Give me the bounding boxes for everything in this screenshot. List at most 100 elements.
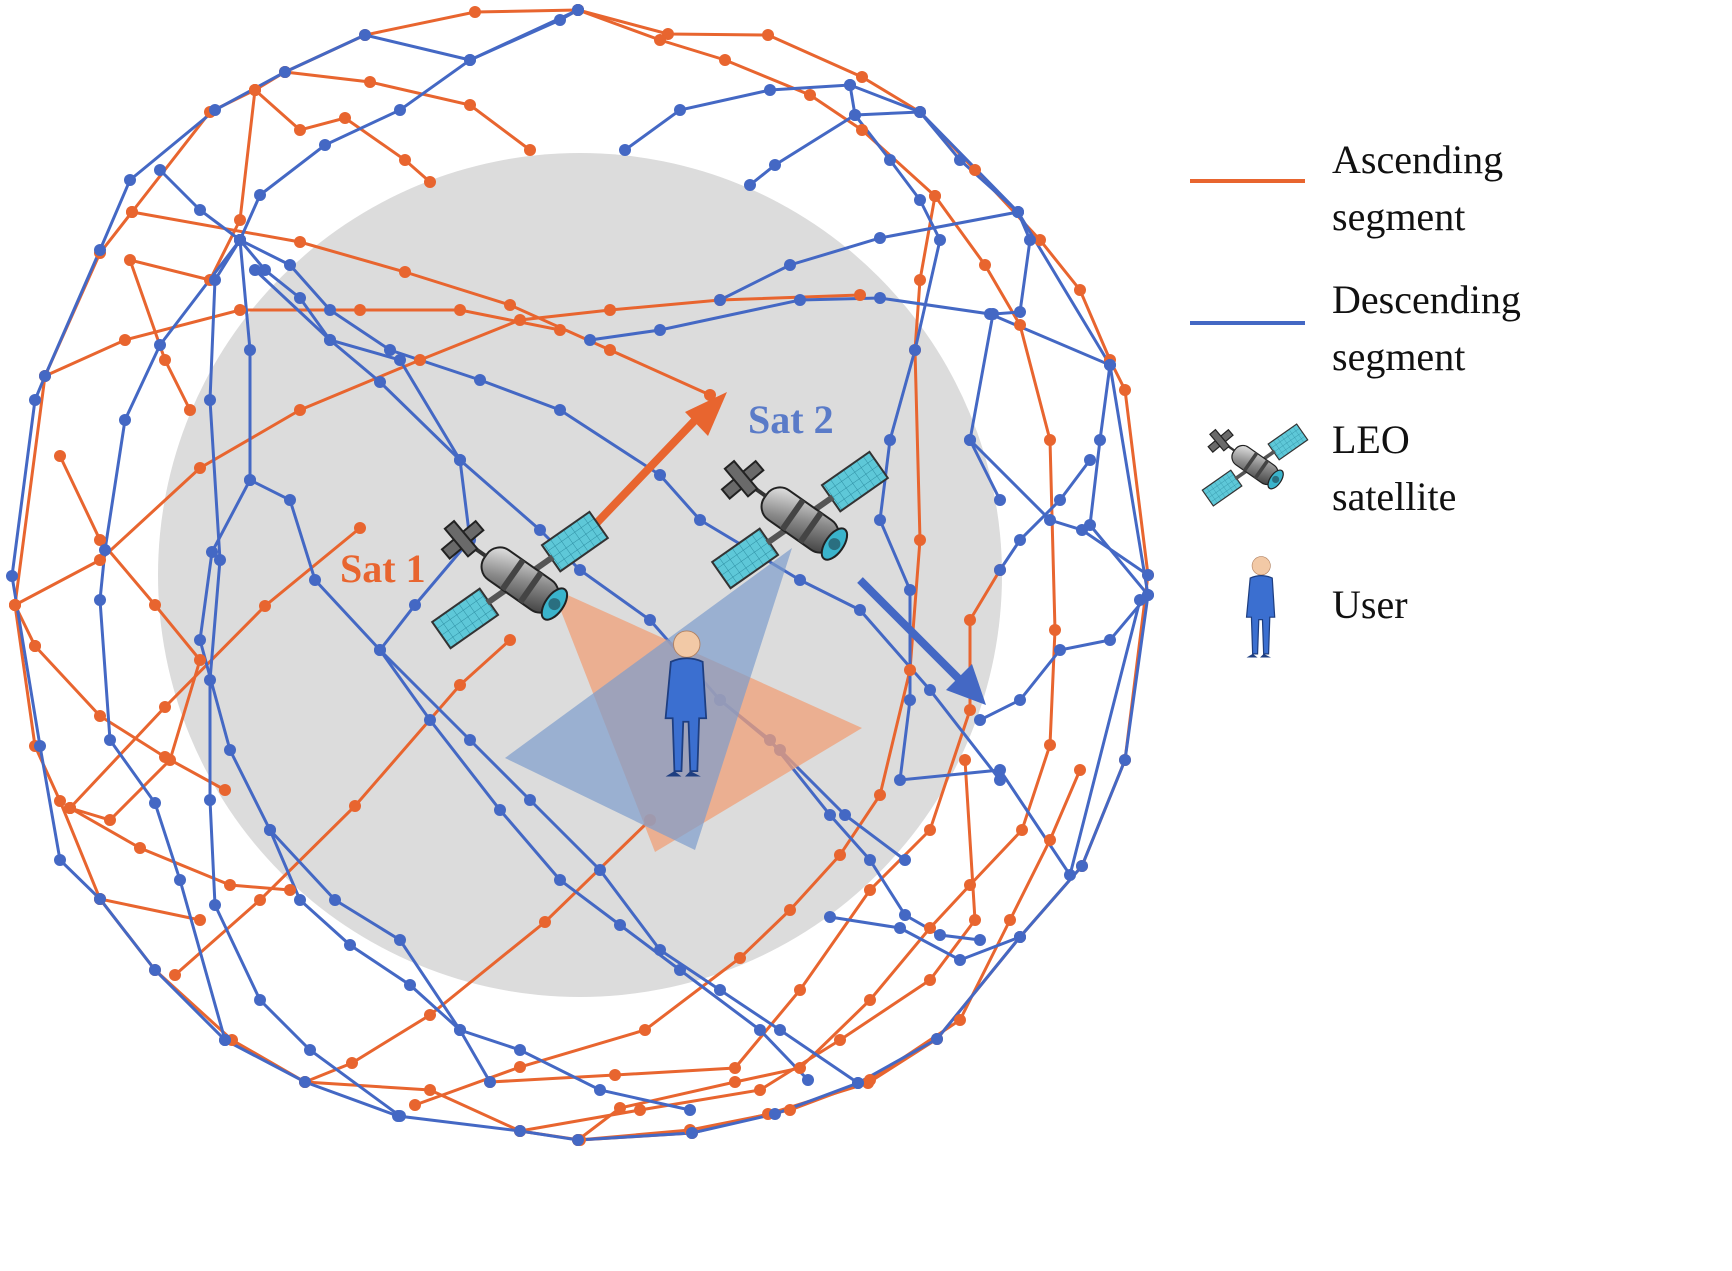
ascending-segment <box>127 89 257 411</box>
descending-segment <box>10 8 1150 1142</box>
descending-satellite-node <box>154 339 166 351</box>
ascending-satellite-node <box>856 71 868 83</box>
ascending-satellite-node <box>194 462 206 474</box>
descending-satellite-node <box>1134 594 1146 606</box>
ascending-satellite-node <box>914 274 926 286</box>
ascending-satellite-node <box>704 389 716 401</box>
descending-satellite-node <box>194 634 206 646</box>
ascending-satellite-node <box>854 289 866 301</box>
ascending-satellite-node <box>864 1074 876 1086</box>
ascending-satellite-node <box>804 89 816 101</box>
sat1-direction-arrow <box>587 392 727 533</box>
ascending-satellite-node <box>454 679 466 691</box>
descending-satellite-node <box>894 922 906 934</box>
descending-satellite-node <box>524 794 536 806</box>
descending-segment <box>268 829 691 1112</box>
ascending-satellite-node <box>924 824 936 836</box>
descending-satellite-node <box>304 1044 316 1056</box>
descending-satellite-node <box>1054 494 1066 506</box>
descending-satellite-node <box>909 344 921 356</box>
descending-satellite-node <box>1014 931 1026 943</box>
descending-satellite-node <box>714 984 726 996</box>
descending-satellite-node <box>394 934 406 946</box>
descending-satellite-node <box>684 1104 696 1116</box>
ascending-satellite-node <box>639 1024 651 1036</box>
descending-satellite-node <box>1104 359 1116 371</box>
descending-satellite-node <box>404 979 416 991</box>
descending-satellite-node <box>934 929 946 941</box>
legend-user-icon <box>1245 556 1276 659</box>
descending-satellite-node <box>964 434 976 446</box>
ascending-satellite-node <box>134 842 146 854</box>
descending-satellite-node <box>1076 524 1088 536</box>
ascending-satellite-node <box>159 354 171 366</box>
ascending-satellite-node <box>9 599 21 611</box>
descending-satellite-node <box>754 1024 766 1036</box>
descending-satellite-node <box>994 494 1006 506</box>
ascending-satellite-node <box>969 914 981 926</box>
descending-satellite-node <box>654 944 666 956</box>
descending-satellite-node <box>899 909 911 921</box>
ascending-satellite-node <box>424 1084 436 1096</box>
descending-satellite-node <box>249 264 261 276</box>
descending-satellite-node <box>554 404 566 416</box>
descending-satellite-node <box>644 614 656 626</box>
descending-satellite-node <box>849 109 861 121</box>
descending-satellite-node <box>686 1127 698 1139</box>
ascending-satellite-node <box>94 534 106 546</box>
ascending-satellite-node <box>964 879 976 891</box>
descending-satellite-node <box>572 1134 584 1146</box>
ascending-satellite-node <box>924 974 936 986</box>
ascending-satellite-node <box>784 1104 796 1116</box>
descending-satellite-node <box>104 734 116 746</box>
ascending-satellite-node <box>124 254 136 266</box>
descending-satellite-node <box>259 264 271 276</box>
ascending-satellite-node <box>654 34 666 46</box>
descending-satellite-node <box>931 1033 943 1045</box>
ascending-segment <box>99 897 201 922</box>
descending-satellite-node <box>409 599 421 611</box>
descending-satellite-node <box>584 334 596 346</box>
descending-satellite-node <box>994 764 1006 776</box>
descending-satellite-node <box>802 1074 814 1086</box>
descending-satellite-node <box>1104 634 1116 646</box>
descending-satellite-node <box>914 194 926 206</box>
ascending-satellite-node <box>194 654 206 666</box>
ascending-satellite-node <box>539 916 551 928</box>
ascending-segment <box>69 806 291 892</box>
ascending-satellite-node <box>784 904 796 916</box>
sat2-beam <box>505 548 792 850</box>
ascending-satellite-node <box>346 1057 358 1069</box>
descending-satellite-node <box>784 259 796 271</box>
ascending-satellite-node <box>834 849 846 861</box>
descending-satellite-node <box>309 574 321 586</box>
descending-satellite-node <box>294 292 306 304</box>
descending-satellite-node <box>864 854 876 866</box>
ascending-satellite-node <box>294 236 306 248</box>
descending-satellite-node <box>394 104 406 116</box>
ascending-satellite-node <box>979 259 991 271</box>
descending-segment <box>968 438 1149 577</box>
descending-satellite-node <box>394 354 406 366</box>
legend: Ascending segment Descending segment LEO… <box>1190 137 1521 659</box>
ascending-satellite-node <box>219 784 231 796</box>
descending-satellite-node <box>954 954 966 966</box>
ascending-satellite-node <box>959 754 971 766</box>
descending-satellite-node <box>824 809 836 821</box>
descending-satellite-node <box>149 964 161 976</box>
descending-satellite-node <box>852 1077 864 1089</box>
descending-satellite-node <box>824 911 836 923</box>
ascending-segment <box>284 70 531 152</box>
descending-satellite-node <box>149 797 161 809</box>
ascending-satellite-node <box>224 879 236 891</box>
descending-satellite-node <box>204 674 216 686</box>
ascending-satellite-node <box>1044 434 1056 446</box>
descending-segment <box>749 110 1020 214</box>
descending-satellite-node <box>1142 569 1154 581</box>
descending-satellite-node <box>209 274 221 286</box>
descending-satellite-node <box>744 179 756 191</box>
descending-satellite-node <box>954 154 966 166</box>
descending-satellite-node <box>1084 454 1096 466</box>
ascending-satellite-node <box>104 814 116 826</box>
